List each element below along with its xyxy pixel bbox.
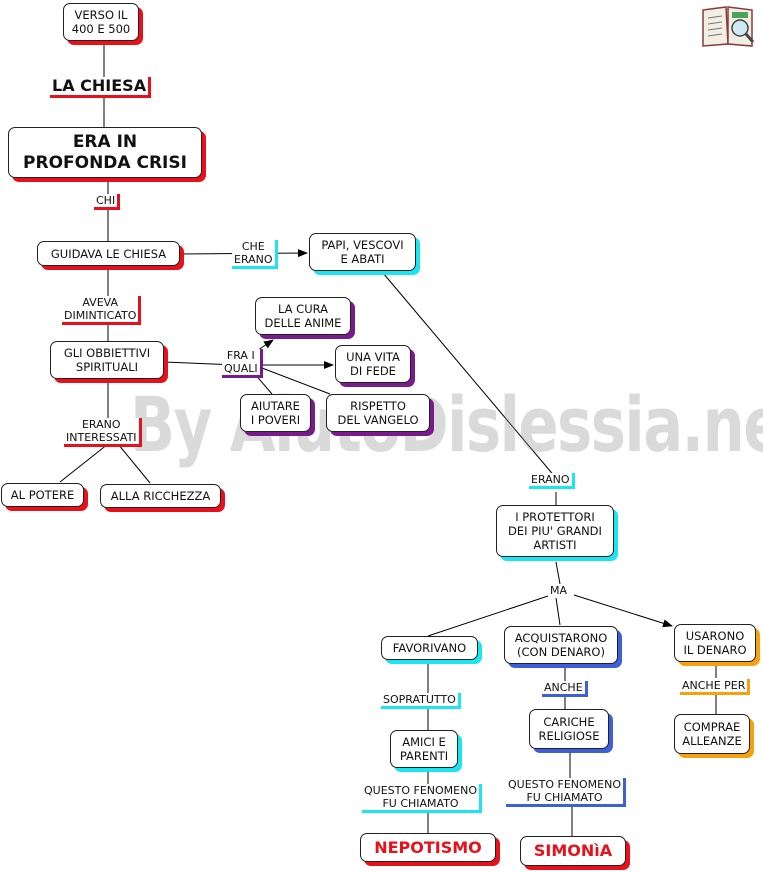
label-erano: ERANO <box>529 473 575 489</box>
node-acquistarono: ACQUISTARONO (CON DENARO) <box>504 626 618 664</box>
node-al-potere: AL POTERE <box>1 483 84 507</box>
label-questo-fenomeno-2: QUESTO FENOMENO FU CHIAMATO <box>506 778 627 807</box>
label-aveva-dimenticato: AVEVA DIMINTICATO <box>62 296 142 325</box>
watermark: By AiutoDislessia.net <box>130 380 763 469</box>
node-favorivano: FAVORIVANO <box>381 636 478 660</box>
node-cura-delle-anime: LA CURA DELLE ANIME <box>255 297 351 335</box>
node-vita-di-fede: UNA VITA DI FEDE <box>335 345 411 383</box>
node-alla-ricchezza: ALLA RICCHEZZA <box>100 484 221 508</box>
node-protettori-artisti: I PROTETTORI DEI PIU' GRANDI ARTISTI <box>496 505 614 557</box>
node-guidava-le-chiesa: GUIDAVA LE CHIESA <box>37 241 180 266</box>
label-sopratutto: SOPRATUTTO <box>381 693 461 709</box>
node-aiutare-i-poveri: AIUTARE I POVERI <box>240 394 311 432</box>
node-simonia: SIMONìA <box>520 836 626 866</box>
label-erano-interessati: ERANO INTERESSATI <box>64 418 142 447</box>
node-cariche-religiose: CARICHE RELIGIOSE <box>529 709 609 749</box>
node-obbiettivi-spirituali: GLI OBBIETTIVI SPIRITUALI <box>50 341 164 379</box>
node-amici-e-parenti: AMICI E PARENTI <box>390 730 458 768</box>
node-verso-il-400-e-500: VERSO IL 400 E 500 <box>63 3 139 41</box>
node-comprae-alleanze: COMPRAE ALLEANZE <box>674 714 750 754</box>
label-anche-per: ANCHE PER <box>680 679 751 695</box>
label-fra-i-quali: FRA I QUALI <box>222 349 263 378</box>
label-anche: ANCHE <box>542 681 588 697</box>
node-rispetto-del-vangelo: RISPETTO DEL VANGELO <box>326 394 430 432</box>
label-questo-fenomeno-1: QUESTO FENOMENO FU CHIAMATO <box>362 784 483 813</box>
label-chi: CHI <box>94 194 121 210</box>
open-book-magnifier-icon <box>700 4 756 52</box>
label-che-erano: CHE ERANO <box>232 240 278 269</box>
node-usarono-il-denaro: USARONO IL DENARO <box>674 624 756 662</box>
node-era-in-profonda-crisi: ERA IN PROFONDA CRISI <box>8 127 202 178</box>
label-ma: MA <box>548 584 570 597</box>
node-papi-vescovi-abati: PAPI, VESCOVI E ABATI <box>309 233 416 271</box>
node-nepotismo: NEPOTISMO <box>360 833 496 862</box>
node-la-chiesa: LA CHIESA <box>50 77 152 98</box>
